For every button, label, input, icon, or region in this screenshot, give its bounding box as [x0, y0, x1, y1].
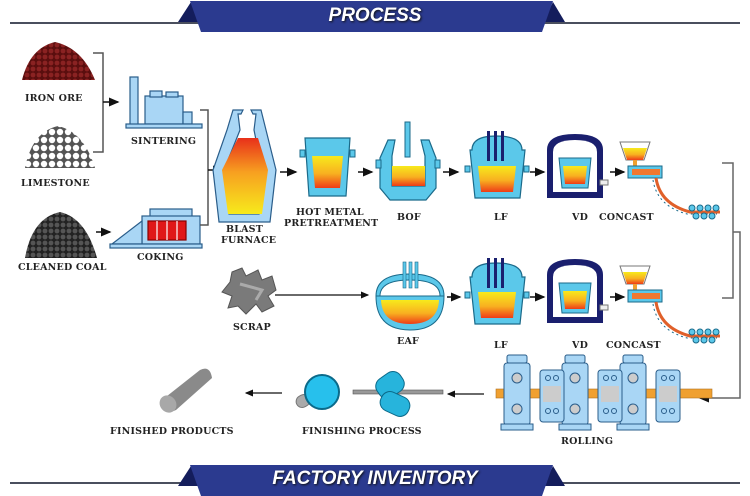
label-concast-bottom: CONCAST	[606, 340, 661, 351]
rolling-roll	[569, 403, 581, 415]
blast-furnace-icon	[212, 109, 277, 223]
label-coking: COKING	[137, 252, 184, 263]
eaf-electric-arc-furnace-icon	[375, 261, 445, 331]
rolling-roll-small	[603, 408, 609, 414]
concast-caster-icon-bottom	[619, 265, 720, 344]
coal-pile-icon	[25, 212, 97, 258]
rolling-roll	[511, 372, 523, 384]
rolling-stand-base	[616, 423, 650, 431]
banner-ribbon-shape	[178, 1, 565, 32]
rolling-roll-small	[603, 375, 609, 381]
vd-vacuum-degasser-icon-bottom	[547, 259, 609, 323]
label-limestone: LIMESTONE	[21, 178, 90, 189]
sintering-plant-icon	[125, 76, 203, 129]
rolling-stand-tall	[503, 362, 531, 426]
rolling-roll	[511, 403, 523, 415]
banner-ribbon-shape	[178, 465, 565, 496]
banner-title-process: PROCESS	[328, 5, 422, 26]
rolling-stand-cap	[564, 354, 586, 364]
rolling-roll-small	[545, 408, 551, 414]
rolling-roll-small	[611, 375, 617, 381]
rolling-stand-base	[558, 423, 592, 431]
label-iron-ore: IRON ORE	[25, 93, 83, 104]
label-blast-furnace-line2: FURNACE	[221, 235, 277, 246]
connector-raw-to-sintering	[93, 52, 120, 153]
rolling-roll-small	[661, 375, 667, 381]
label-bof: BOF	[397, 212, 421, 223]
rolling-roll-small	[611, 408, 617, 414]
label-lf-top: LF	[494, 212, 508, 223]
label-sintering: SINTERING	[131, 136, 197, 147]
rolling-roll-small	[553, 408, 559, 414]
rolling-roll-block	[601, 386, 619, 402]
lf-ladle-furnace-icon-bottom	[464, 258, 530, 325]
label-eaf: EAF	[397, 336, 419, 347]
rolling-stand-tall	[561, 362, 589, 426]
concast-caster-icon-top	[619, 141, 720, 220]
limestone-pile-icon	[25, 126, 95, 168]
process-banner: PROCESS	[0, 0, 750, 34]
label-rolling: ROLLING	[561, 436, 614, 447]
rolling-roll-small	[545, 375, 551, 381]
banner-title-factory-inventory: FACTORY INVENTORY	[272, 468, 478, 489]
label-pretreatment-line2: PRETREATMENT	[284, 218, 379, 229]
scrap-metal-icon	[221, 267, 277, 315]
rolling-stand-tall	[619, 362, 647, 426]
rolling-roll-block	[543, 386, 561, 402]
label-finished-products: FINISHED PRODUCTS	[110, 426, 234, 437]
label-vd-top: VD	[572, 212, 589, 223]
label-blast-furnace-line1: BLAST	[226, 224, 264, 235]
rolling-stand-cap	[622, 354, 644, 364]
bof-converter-icon	[375, 121, 441, 201]
label-vd-bottom: VD	[572, 340, 589, 351]
label-pretreatment-line1: HOT METAL	[296, 207, 364, 218]
vd-vacuum-degasser-icon-top	[547, 134, 609, 198]
rolling-roll	[569, 372, 581, 384]
rolling-stand-cap	[506, 354, 528, 364]
rolling-roll-small	[661, 408, 667, 414]
label-lf-bottom: LF	[494, 340, 508, 351]
pretreatment-ladle-icon	[299, 137, 356, 197]
finishing-equipment-icon	[295, 370, 444, 417]
rolling-roll-small	[669, 408, 675, 414]
iron-ore-pile-icon	[22, 42, 95, 80]
lf-ladle-furnace-icon-top	[464, 131, 530, 199]
rolling-roll-block	[659, 386, 677, 402]
label-scrap: SCRAP	[233, 322, 271, 333]
label-cleaned-coal: CLEANED COAL	[18, 262, 107, 273]
rolling-roll	[627, 372, 639, 384]
factory-inventory-banner[interactable]: FACTORY INVENTORY	[0, 460, 750, 496]
label-finishing-process: FINISHING PROCESS	[302, 426, 422, 437]
rolling-mill-icon	[495, 354, 713, 431]
connector-concast-to-rolling	[698, 162, 741, 403]
rolling-roll-small	[553, 375, 559, 381]
finished-bar-product-icon	[159, 368, 212, 413]
rolling-stand-base	[500, 423, 534, 431]
coking-plant-icon	[109, 208, 203, 249]
label-concast-top: CONCAST	[599, 212, 654, 223]
rolling-roll	[627, 403, 639, 415]
rolling-roll-small	[669, 375, 675, 381]
